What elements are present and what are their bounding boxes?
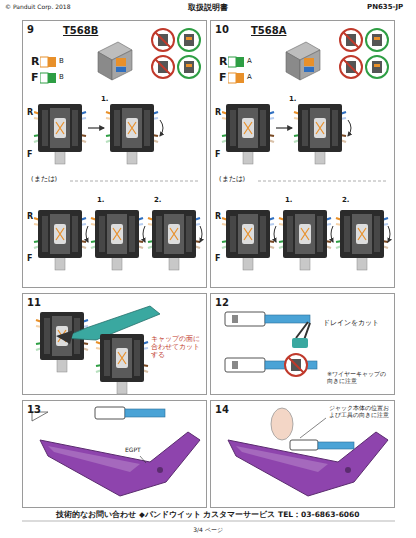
sub-step: 2. — [153, 196, 163, 204]
step-panel: 13 — [22, 400, 207, 508]
side-letter: F — [26, 254, 33, 264]
step-number: 12 — [215, 297, 229, 309]
footer-contact: 技術的なお問い合わせ ◆パンドウイット カスタマーサービス TEL：03-686… — [0, 510, 416, 519]
side-letter: F — [214, 150, 221, 160]
caution-note: ※ワイヤーキャップの向きに注意 — [326, 370, 390, 384]
side-letter: R — [214, 212, 222, 222]
side-letter: R — [26, 108, 34, 118]
color-code: B — [58, 73, 65, 81]
color-code: A — [246, 73, 253, 81]
panel-11-art — [36, 306, 160, 394]
side-letter: R — [26, 212, 34, 222]
cut-note: キャップの面に合わせてカットする — [150, 336, 204, 359]
panel-9-art — [34, 29, 202, 270]
sub-step: 2. — [341, 196, 351, 204]
panel-10-art — [222, 29, 390, 270]
color-code: A — [246, 57, 253, 65]
pair-letter: R — [218, 55, 228, 68]
step-number: 13 — [27, 404, 41, 416]
copyright: © Panduit Corp. 2018 — [4, 3, 72, 10]
caution-note: ジャック本体の位置および工具の向きに注意 — [328, 404, 390, 418]
panel-13-art — [32, 407, 200, 496]
alternative-note: (または) — [218, 176, 246, 184]
step-number: 10 — [215, 24, 229, 36]
tool-name: EGPT — [124, 446, 142, 453]
page-number: 3/4 ページ — [0, 526, 416, 533]
wiring-standard: T568A — [251, 25, 286, 37]
part-number: PN635-JP — [366, 3, 404, 11]
sub-step: 1. — [100, 95, 110, 103]
step-number: 14 — [215, 404, 229, 416]
side-letter: R — [214, 108, 222, 118]
step-number: 9 — [27, 24, 34, 36]
pair-letter: F — [218, 71, 228, 84]
sub-step: 1. — [96, 196, 106, 204]
panel-14-art — [228, 408, 388, 496]
cut-note: ドレインをカット — [322, 320, 380, 328]
alternative-note: (または) — [30, 176, 58, 184]
side-letter: F — [26, 150, 33, 160]
wiring-standard: T568B — [63, 25, 98, 37]
step-panel: 9 T568B — [22, 20, 207, 288]
step-panel: 10 T568A — [210, 20, 395, 288]
color-code: B — [58, 57, 65, 65]
sub-step: 1. — [288, 95, 298, 103]
pair-letter: R — [30, 55, 40, 68]
panel-12-art — [225, 312, 317, 376]
step-number: 11 — [27, 297, 41, 309]
pair-letter: F — [30, 71, 40, 84]
sub-step: 1. — [284, 196, 294, 204]
side-letter: F — [214, 254, 221, 264]
